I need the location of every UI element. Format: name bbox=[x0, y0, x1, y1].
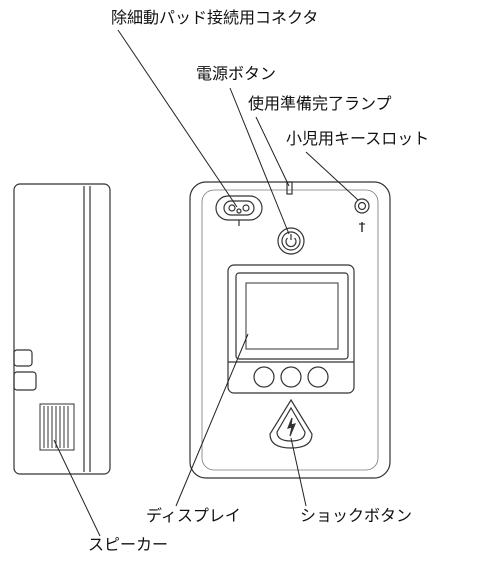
label-speaker: スピーカー bbox=[88, 535, 169, 554]
label-pad-connector: 除細動パッド接続用コネクタ bbox=[111, 8, 319, 27]
device-side-view bbox=[13, 183, 111, 475]
power-button-icon bbox=[277, 227, 305, 255]
panel-button-middle bbox=[280, 366, 302, 388]
pad-connector-icon bbox=[215, 195, 263, 226]
device-front-view bbox=[189, 181, 391, 479]
panel-button-right bbox=[307, 366, 329, 388]
label-child-key-slot: 小児用キースロット bbox=[286, 129, 430, 148]
label-shock-button: ショックボタン bbox=[300, 506, 413, 525]
label-display: ディスプレイ bbox=[146, 506, 241, 525]
label-power-button: 電源ボタン bbox=[196, 64, 277, 83]
panel-button-left bbox=[253, 366, 275, 388]
shock-button-icon bbox=[269, 398, 313, 449]
speaker-grille bbox=[39, 403, 75, 451]
ready-lamp-icon bbox=[286, 181, 293, 195]
display-frame bbox=[227, 264, 355, 394]
label-ready-lamp: 使用準備完了ランプ bbox=[248, 94, 392, 113]
child-key-slot-icon bbox=[354, 198, 370, 232]
leader-lines bbox=[53, 29, 359, 537]
